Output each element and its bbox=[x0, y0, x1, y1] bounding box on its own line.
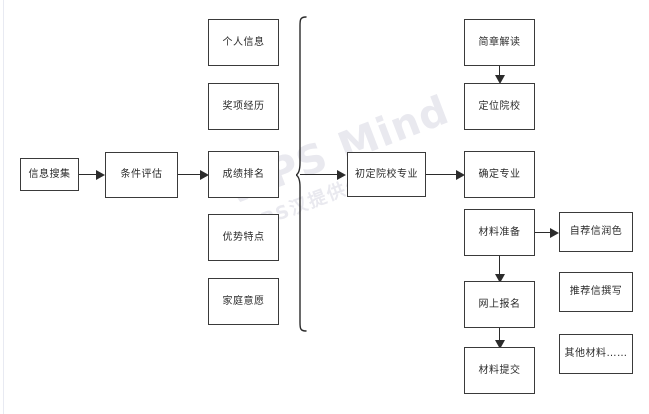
node-confirm-major[interactable]: 确定专业 bbox=[464, 151, 535, 198]
node-information-gathering[interactable]: 信息搜集 bbox=[20, 158, 79, 191]
connector-stage2-to-criteria bbox=[178, 174, 201, 176]
node-criteria-family-preference[interactable]: 家庭意愿 bbox=[208, 278, 279, 325]
arrowhead-stage2-to-criteria bbox=[200, 170, 209, 180]
connector-materials-to-self-rec-letter bbox=[535, 232, 551, 234]
arrowhead-stage1-to-stage2 bbox=[96, 170, 105, 180]
arrowhead-stage3-to-confirm-major bbox=[456, 170, 465, 180]
node-locate-school[interactable]: 定位院校 bbox=[464, 83, 535, 130]
connector-online-registration-to-submission bbox=[499, 328, 501, 343]
connector-criteria-to-stage3 bbox=[300, 174, 338, 176]
node-criteria-score-ranking[interactable]: 成绩排名 bbox=[208, 151, 279, 198]
arrowhead-brochure-to-locate-school bbox=[495, 75, 505, 84]
node-preliminary-school-major[interactable]: 初定院校专业 bbox=[347, 152, 426, 197]
node-condition-evaluation[interactable]: 条件评估 bbox=[105, 152, 178, 198]
page-left-rule bbox=[3, 0, 4, 414]
arrowhead-materials-to-self-rec-letter bbox=[550, 228, 559, 238]
criteria-group-brace bbox=[294, 16, 318, 332]
arrowhead-materials-to-online-registration bbox=[495, 274, 505, 283]
connector-materials-to-online-registration bbox=[499, 256, 501, 277]
node-online-registration[interactable]: 网上报名 bbox=[464, 281, 535, 328]
arrowhead-online-registration-to-submission bbox=[495, 340, 505, 349]
node-material-submission[interactable]: 材料提交 bbox=[464, 347, 535, 394]
node-self-recommendation-letter-polish[interactable]: 自荐信润色 bbox=[559, 212, 633, 252]
arrowhead-criteria-to-stage3 bbox=[337, 170, 346, 180]
node-material-preparation[interactable]: 材料准备 bbox=[464, 209, 535, 256]
connector-stage3-to-confirm-major bbox=[426, 174, 457, 176]
connector-brochure-to-locate-school bbox=[499, 66, 501, 78]
connector-stage1-to-stage2 bbox=[79, 174, 97, 176]
brace-path bbox=[294, 16, 307, 332]
node-criteria-award-experience[interactable]: 奖项经历 bbox=[208, 83, 279, 130]
node-other-materials[interactable]: 其他材料…… bbox=[559, 334, 633, 374]
node-recommendation-letter-writing[interactable]: 推荐信撰写 bbox=[559, 272, 633, 312]
node-brochure-interpretation[interactable]: 简章解读 bbox=[464, 19, 535, 66]
node-criteria-strengths[interactable]: 优势特点 bbox=[208, 214, 279, 261]
node-criteria-personal-info[interactable]: 个人信息 bbox=[208, 19, 279, 66]
